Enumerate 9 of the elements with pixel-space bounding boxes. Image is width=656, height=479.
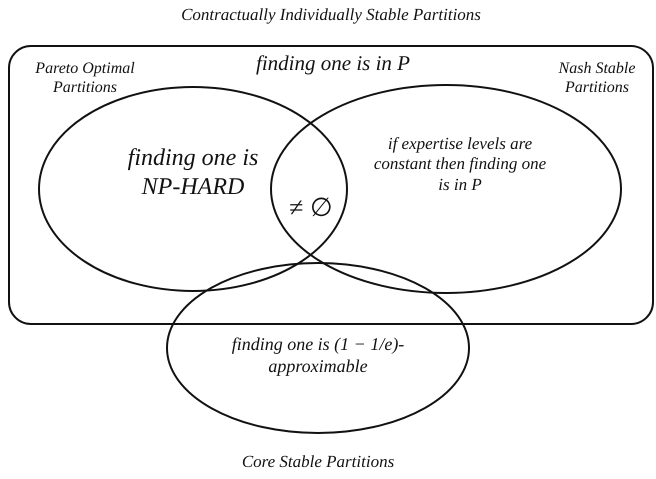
set-symbol: ≠ ∅: [288, 192, 334, 224]
set-label: Core Stable Partitions: [240, 452, 396, 472]
region-text: finding one is (1 − 1/e)-approximable: [230, 334, 406, 378]
set-label: Pareto Optimal Partitions: [34, 59, 136, 98]
set-label: Nash Stable Partitions: [558, 59, 636, 98]
region-text: finding one is in P: [255, 51, 411, 76]
region-text: if expertise levels are constant then finding one is in P: [372, 134, 548, 196]
set-title: Contractually Individually Stable Partitions: [180, 5, 482, 26]
region-text: finding one is NP-HARD: [126, 144, 260, 202]
